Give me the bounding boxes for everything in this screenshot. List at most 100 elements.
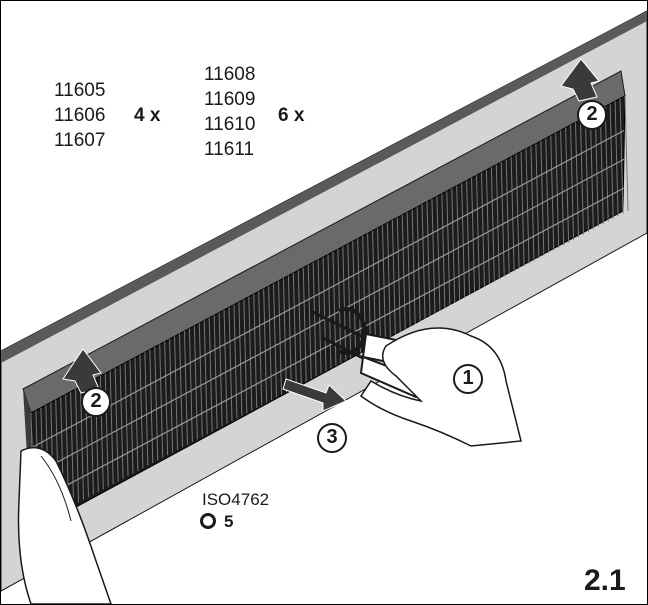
terminal-rib xyxy=(70,391,75,506)
terminal-rib xyxy=(451,188,456,303)
part-number: 11610 xyxy=(204,114,256,135)
quantity-label-a: 4 x xyxy=(134,105,161,126)
terminal-rib xyxy=(520,151,525,267)
terminal-rib xyxy=(322,257,327,372)
terminal-rib xyxy=(594,111,599,227)
terminal-rib xyxy=(579,119,584,235)
terminal-rib xyxy=(134,357,139,471)
step-3-callout: 3 xyxy=(317,423,347,453)
hex-key-icon xyxy=(200,513,216,529)
terminal-rib xyxy=(297,270,302,385)
terminal-rib xyxy=(550,135,555,251)
terminal-rib xyxy=(406,212,411,327)
terminal-rib xyxy=(179,333,183,448)
terminal-rib xyxy=(233,304,238,419)
terminal-rib xyxy=(243,299,248,414)
terminal-rib xyxy=(381,225,386,340)
right-hand xyxy=(359,327,522,447)
part-number: 11605 xyxy=(54,80,106,101)
terminal-rib xyxy=(575,122,579,238)
terminal-rib xyxy=(401,214,406,330)
terminal-rib xyxy=(545,138,550,254)
terminal-rib xyxy=(589,114,594,230)
terminal-rib xyxy=(228,307,233,422)
terminal-rib xyxy=(466,180,471,296)
terminal-rib xyxy=(515,154,520,269)
terminal-rib xyxy=(119,365,124,479)
terminal-rib xyxy=(183,331,188,445)
terminal-rib xyxy=(436,196,441,311)
left-hand xyxy=(17,446,112,604)
terminal-rib xyxy=(500,162,505,277)
terminal-rib xyxy=(416,206,421,322)
terminal-rib xyxy=(263,288,268,403)
terminal-rib xyxy=(174,336,179,450)
terminal-rib xyxy=(144,352,149,466)
terminal-rib xyxy=(198,323,203,437)
terminal-rib xyxy=(396,217,401,332)
terminal-rib xyxy=(302,267,307,382)
terminal-rib xyxy=(193,325,198,440)
terminal-rib xyxy=(248,296,253,411)
terminal-rib xyxy=(213,315,218,429)
terminal-rib xyxy=(203,320,208,435)
terminal-rib xyxy=(456,185,461,301)
terminal-rib xyxy=(495,164,500,280)
lift-arrow-right xyxy=(560,58,600,102)
part-number: 11609 xyxy=(204,89,256,110)
part-number: 11606 xyxy=(54,105,106,126)
terminal-rib xyxy=(357,238,362,353)
terminal-rib xyxy=(282,278,287,393)
terminal-rib xyxy=(441,193,446,309)
terminal-rib xyxy=(426,201,431,317)
terminal-rib xyxy=(169,339,174,453)
terminal-rib xyxy=(327,254,332,369)
terminal-rib xyxy=(609,103,614,219)
terminal-rib xyxy=(159,344,164,458)
terminal-rib xyxy=(431,199,436,314)
terminal-rib xyxy=(584,117,589,233)
terminal-rib xyxy=(75,389,80,503)
terminal-rib xyxy=(347,243,352,359)
pull-out-arrow xyxy=(282,378,347,412)
step-1-callout: 1 xyxy=(453,364,483,394)
terminal-rib xyxy=(411,209,416,324)
terminal-rib xyxy=(490,167,495,282)
terminal-rib xyxy=(525,148,530,264)
terminal-rib xyxy=(268,286,273,401)
terminal-rib xyxy=(149,349,154,464)
terminal-rib xyxy=(352,241,357,356)
terminal-rib xyxy=(505,159,510,275)
terminal-rib xyxy=(560,130,565,246)
terminal-row-line xyxy=(32,129,625,448)
hex-size-label: 5 xyxy=(224,512,234,531)
terminal-rib xyxy=(312,262,317,377)
quantity-label-b: 6 x xyxy=(278,105,305,126)
terminal-rib xyxy=(238,302,243,416)
terminal-rib xyxy=(510,156,515,272)
terminal-rib xyxy=(461,183,466,298)
terminal-rib xyxy=(367,233,372,348)
terminal-rib xyxy=(124,362,129,477)
terminal-rib xyxy=(599,109,604,225)
terminal-rib xyxy=(377,228,381,343)
terminal-rib xyxy=(109,370,114,485)
part-number: 11608 xyxy=(204,64,256,85)
terminal-rib xyxy=(154,346,159,461)
terminal-rib xyxy=(476,175,480,290)
terminal-rib xyxy=(391,220,396,335)
terminal-rib xyxy=(372,230,377,345)
terminal-rib xyxy=(485,169,490,285)
terminal-rib xyxy=(139,354,144,469)
terminal-rib xyxy=(421,204,426,319)
part-number: 11611 xyxy=(204,139,255,160)
terminal-rib xyxy=(570,125,575,240)
lift-arrow-left xyxy=(62,348,102,394)
terminal-rib xyxy=(480,172,485,288)
terminal-row-line xyxy=(32,158,625,476)
terminal-rib xyxy=(278,280,282,395)
terminal-rib xyxy=(287,275,292,390)
iso-standard-label: ISO4762 xyxy=(202,490,270,509)
